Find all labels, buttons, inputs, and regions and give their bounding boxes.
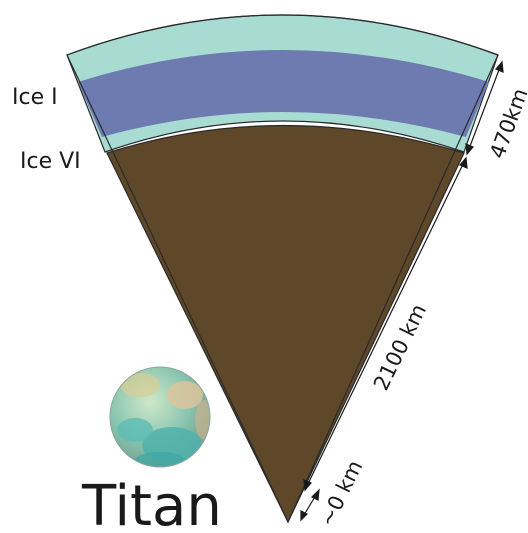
ice-i-layer [78, 50, 489, 137]
core-dimension-arrow [300, 488, 320, 522]
core-dimension-label: ~0 km [315, 457, 367, 528]
diagram-title: Titan [81, 474, 222, 528]
ice-vi-label: Ice VI [20, 149, 81, 174]
titan-moon-image [109, 366, 211, 468]
ice-i-label: Ice I [12, 85, 58, 110]
interior-dimension-arrow [303, 156, 468, 492]
rock-interior [106, 124, 465, 524]
outer-shell-dimension-label: 470km [485, 85, 528, 162]
outer-shell-dimension-arrow [465, 60, 504, 156]
wedge-outline [66, 14, 499, 524]
